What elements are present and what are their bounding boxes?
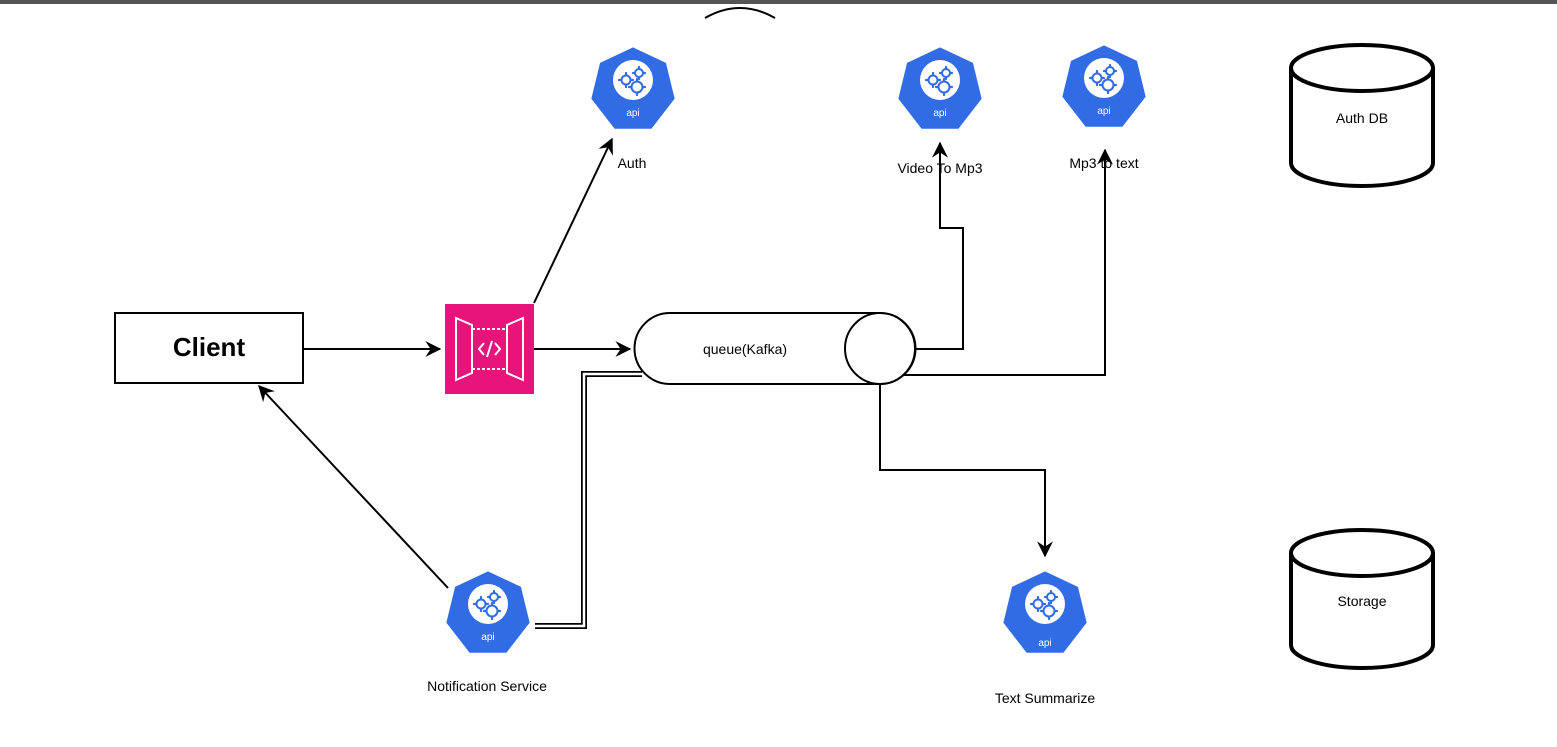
edge-notification-to-client xyxy=(258,385,449,589)
edge-gateway-to-auth xyxy=(533,137,613,304)
notification-label: Notification Service xyxy=(427,678,547,694)
notification-service-node: api Notification Service xyxy=(427,568,547,694)
mp3-to-text-label: Mp3 to text xyxy=(1069,155,1138,171)
storage-node: Storage xyxy=(1289,528,1435,670)
mp3-to-text-api-badge: api xyxy=(1097,106,1110,117)
cropped-shape-top xyxy=(704,7,776,19)
video-to-mp3-label: Video To Mp3 xyxy=(897,160,982,176)
auth-db-label: Auth DB xyxy=(1336,110,1388,126)
auth-db-node: Auth DB xyxy=(1289,43,1435,188)
notification-api-badge: api xyxy=(481,632,494,643)
video-to-mp3-service-node: api Video To Mp3 xyxy=(895,44,985,176)
kafka-queue-node: queue(Kafka) xyxy=(633,312,917,385)
mp3-to-text-service-node: api Mp3 to text xyxy=(1059,42,1149,171)
edge-queue-to-text-summarize xyxy=(879,384,1053,558)
video-to-mp3-api-badge: api xyxy=(933,108,946,119)
auth-api-badge: api xyxy=(626,108,639,119)
client-node: Client xyxy=(114,312,304,384)
edge-queue-to-mp3-to-text xyxy=(880,148,1113,376)
auth-service-node: api Auth xyxy=(588,44,678,171)
storage-label: Storage xyxy=(1337,593,1386,609)
client-label: Client xyxy=(173,332,246,362)
queue-label: queue(Kafka) xyxy=(703,341,787,357)
top-edge-bar xyxy=(0,0,1557,4)
text-summarize-service-node: api Text Summarize xyxy=(995,568,1096,706)
edge-queue-to-video-to-mp3 xyxy=(915,141,964,350)
text-summarize-label: Text Summarize xyxy=(995,690,1096,706)
auth-label: Auth xyxy=(618,155,647,171)
edge-queue-to-notification xyxy=(535,371,642,629)
api-gateway-icon xyxy=(445,304,534,394)
text-summarize-api-badge: api xyxy=(1038,638,1051,649)
